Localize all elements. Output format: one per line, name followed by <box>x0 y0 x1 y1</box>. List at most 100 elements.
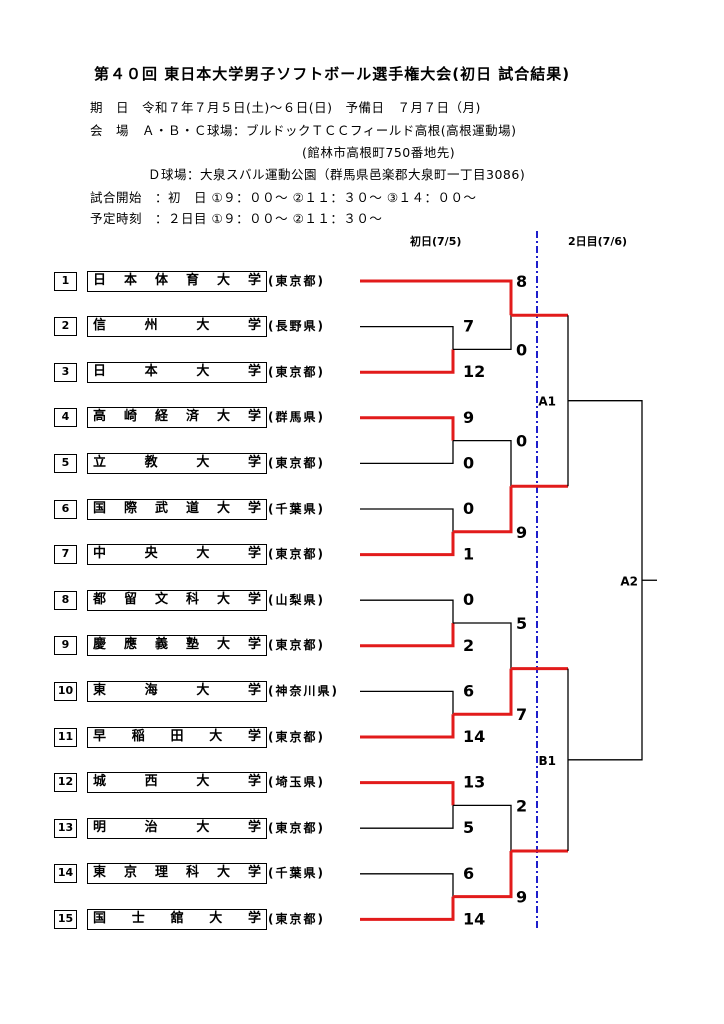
team-name: 国士舘大学 <box>87 908 267 930</box>
seed-number: 4 <box>54 408 77 428</box>
score-label: 7 <box>516 705 527 724</box>
seed-number: 14 <box>54 864 77 884</box>
team-name: 明治大学 <box>87 817 267 839</box>
score-label: 14 <box>463 727 485 746</box>
start-time-line: 試合開始 ：初 日 ①９：００～ ②１１：３０～ ③１４：００～ <box>90 190 477 205</box>
date-line: 期 日 令和７年７月５日(土)～６日(日) 予備日 ７月７日（月) <box>90 100 481 115</box>
bracket-line <box>453 668 513 716</box>
score-label: 9 <box>463 408 474 427</box>
bracket-line <box>360 896 455 921</box>
bracket-line <box>453 315 512 351</box>
team-name: 慶應義塾大学 <box>87 635 267 657</box>
team-name: 城西大学 <box>87 772 267 794</box>
team-prefecture: (東京都) <box>268 547 325 562</box>
bracket-line <box>360 690 454 715</box>
seed-number: 3 <box>54 362 77 382</box>
bracket-line <box>453 804 512 851</box>
bracket-line <box>360 805 454 829</box>
score-label: 6 <box>463 681 474 700</box>
seed-number: 8 <box>54 590 77 610</box>
score-label: 0 <box>463 499 474 518</box>
team-prefecture: (神奈川県) <box>268 683 339 698</box>
score-label: 8 <box>516 272 527 291</box>
venue-address-line: (館林市高根町750番地先) <box>302 145 456 160</box>
score-label: 6 <box>463 864 474 883</box>
score-label: 5 <box>516 614 527 633</box>
score-label: 9 <box>516 888 527 907</box>
bracket-line <box>360 873 454 897</box>
team-name: 日本大学 <box>87 361 267 383</box>
game-b1-label: B1 <box>539 754 557 768</box>
team-prefecture: (山梨県) <box>268 592 325 607</box>
bracket-line <box>360 781 455 806</box>
page-title: 第４０回 東日本大学男子ソフトボール選手権大会(初日 試合結果) <box>94 65 571 83</box>
score-label: 12 <box>463 362 485 381</box>
team-prefecture: (東京都) <box>268 273 325 288</box>
score-label: 2 <box>516 796 527 815</box>
game-a1-label: A1 <box>538 395 556 409</box>
team-prefecture: (東京都) <box>268 364 325 379</box>
team-name: 東京理科大学 <box>87 863 267 885</box>
team-prefecture: (東京都) <box>268 729 325 744</box>
score-label: 1 <box>463 545 474 564</box>
team-prefecture: (千葉県) <box>268 866 325 881</box>
score-label: 2 <box>463 636 474 655</box>
team-name: 中央大学 <box>87 544 267 566</box>
score-label: 13 <box>463 773 485 792</box>
team-name: 信州大学 <box>87 316 267 338</box>
bracket-line <box>360 416 455 441</box>
team-prefecture: (東京都) <box>268 820 325 835</box>
seed-number: 6 <box>54 499 77 519</box>
team-name: 立教大学 <box>87 452 267 474</box>
seed-number: 10 <box>54 681 77 701</box>
seed-number: 5 <box>54 453 77 473</box>
seed-number: 2 <box>54 317 77 337</box>
score-label: 5 <box>463 818 474 837</box>
score-label: 0 <box>463 453 474 472</box>
seed-number: 15 <box>54 909 77 929</box>
seed-number: 11 <box>54 727 77 747</box>
venue-line: 会 場 Ａ・Ｂ・Ｃ球場：ブルドックＴＣＣフィールド高根(高根運動場) <box>90 123 517 138</box>
score-label: 14 <box>463 909 485 928</box>
score-label: 0 <box>516 340 527 359</box>
bracket-line <box>360 508 454 532</box>
team-prefecture: (埼玉県) <box>268 775 325 790</box>
day1-header: 初日(7/5) <box>410 235 462 248</box>
team-prefecture: (長野県) <box>268 319 325 334</box>
bracket-line <box>360 279 513 316</box>
team-name: 高崎経済大学 <box>87 407 267 429</box>
venue-d-line: Ｄ球場：大泉スバル運動公園（群馬県邑楽郡大泉町一丁目3086) <box>148 167 526 182</box>
bracket-line <box>360 349 455 374</box>
day2-header: 2日目(7/6) <box>568 235 628 248</box>
seed-number: 1 <box>54 271 77 291</box>
score-label: 0 <box>463 590 474 609</box>
game-a2-label: A2 <box>620 574 638 588</box>
bracket-line <box>360 325 454 350</box>
team-name: 早稲田大学 <box>87 726 267 748</box>
bracket-line <box>453 486 513 534</box>
team-prefecture: (東京都) <box>268 455 325 470</box>
seed-number: 7 <box>54 545 77 565</box>
bracket-line <box>453 439 512 487</box>
team-prefecture: (東京都) <box>268 638 325 653</box>
bracket-line <box>360 623 455 648</box>
team-prefecture: (東京都) <box>268 911 325 926</box>
team-prefecture: (群馬県) <box>268 410 325 425</box>
score-label: 0 <box>516 432 527 451</box>
team-name: 都留文科大学 <box>87 589 267 611</box>
bracket-line <box>453 622 512 669</box>
team-name: 日本体育大学 <box>87 270 267 292</box>
seed-number: 12 <box>54 773 77 793</box>
team-prefecture: (千葉県) <box>268 501 325 516</box>
score-label: 7 <box>463 317 474 336</box>
bracket-line <box>360 599 454 623</box>
bracket-line <box>360 714 455 739</box>
bracket-line <box>453 851 513 899</box>
bracket-line <box>360 440 454 465</box>
start-time-line-2: 予定時刻 ：２日目 ①９：００～ ②１１：３０～ <box>90 211 383 226</box>
bracket-line <box>360 531 455 557</box>
seed-number: 13 <box>54 818 77 838</box>
seed-number: 9 <box>54 636 77 656</box>
team-name: 国際武道大学 <box>87 498 267 520</box>
